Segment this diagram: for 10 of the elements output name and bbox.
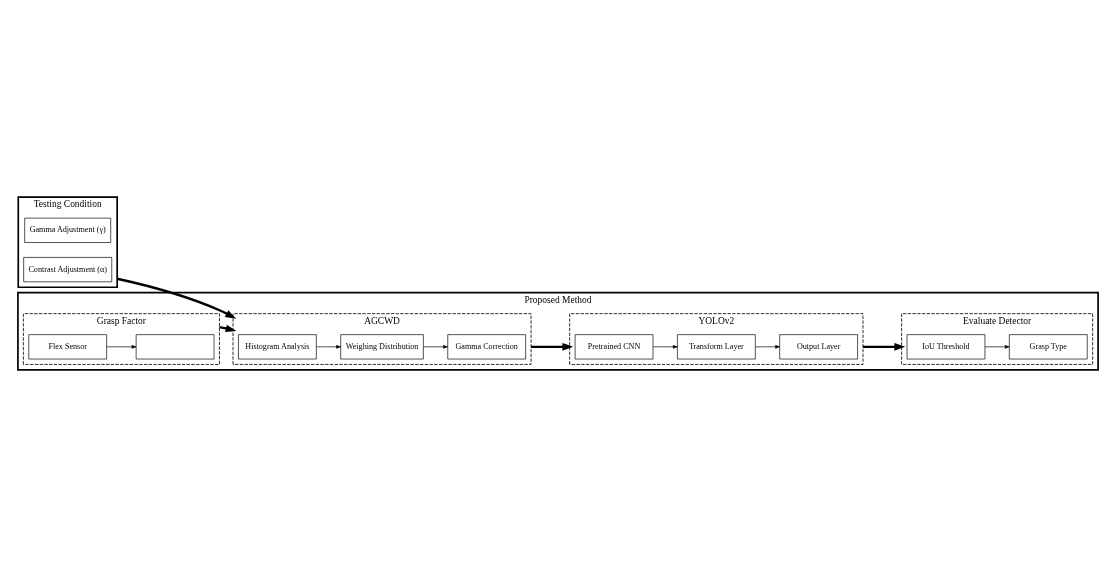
arrow bbox=[652, 344, 678, 349]
arrow bbox=[423, 344, 448, 349]
arrow bbox=[106, 344, 137, 349]
arrow bbox=[755, 344, 780, 349]
arrow bbox=[863, 342, 906, 351]
arrow bbox=[984, 344, 1010, 349]
node-box bbox=[135, 333, 215, 359]
arrow bbox=[116, 277, 237, 319]
arrow bbox=[531, 342, 574, 351]
arrow bbox=[316, 344, 341, 349]
